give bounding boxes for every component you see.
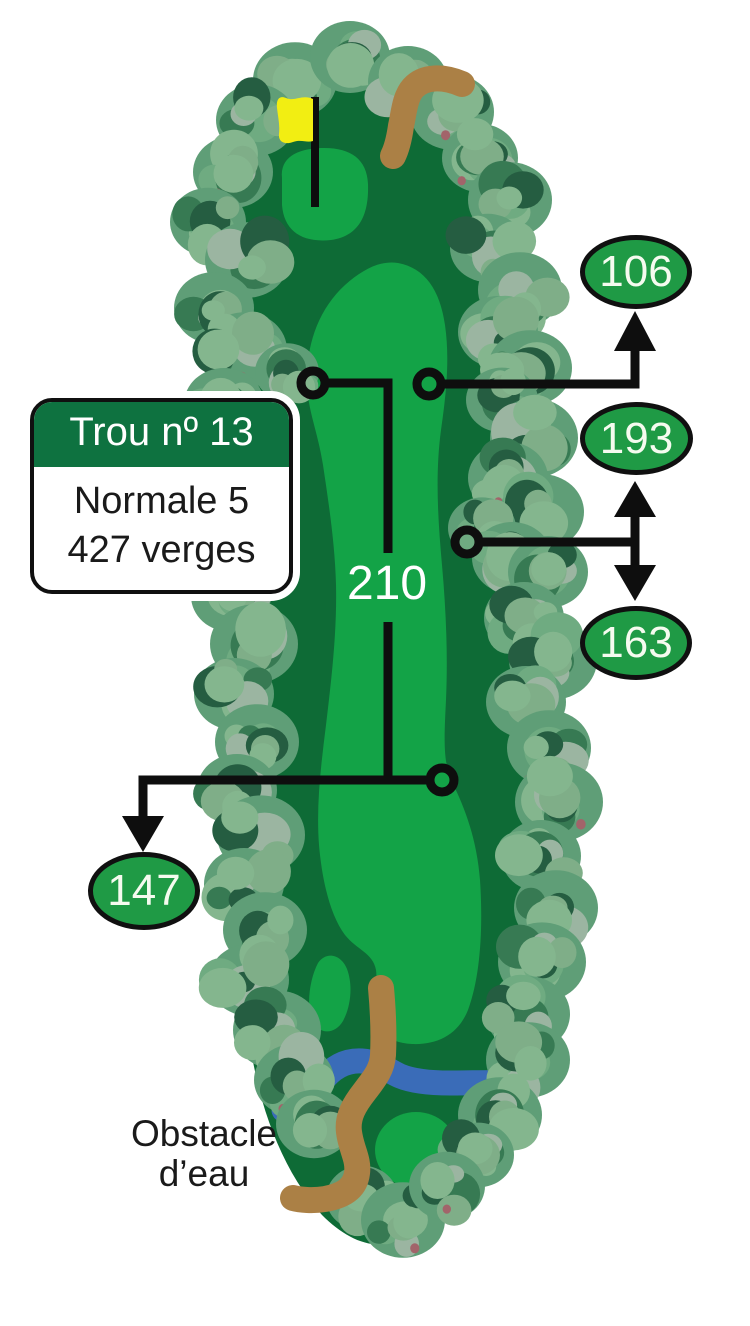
hole-par: Normale 5: [73, 480, 250, 522]
measure-106-line: [445, 350, 640, 389]
hole-info-card: Trou nº 13 Normale 5 427 verges: [30, 398, 293, 594]
distance-annotations: [122, 311, 656, 852]
hole-details: Normale 5 427 verges: [34, 467, 289, 590]
arrow-down-147: [122, 816, 164, 852]
measure-210-line-upper: [329, 378, 393, 553]
tree-cluster: [409, 1151, 485, 1226]
putting-green: [281, 147, 369, 241]
fairway-marker-lower: [425, 763, 459, 797]
tree-cluster: [458, 295, 539, 374]
flag-icon: [276, 97, 313, 144]
fairway: [306, 262, 482, 1045]
water-hazard-label-line2: d’eau: [158, 1152, 250, 1194]
distance-marker-147: 147: [88, 852, 200, 930]
water-hazard-label-line1: Obstacle: [130, 1113, 277, 1154]
arrow-up-193: [614, 481, 656, 517]
tree-cluster: [205, 215, 295, 298]
arrow-down-163: [614, 565, 656, 601]
tree-cluster: [468, 160, 552, 238]
flag-pole: [311, 97, 319, 207]
tree-cluster: [500, 471, 584, 550]
cart-path-top: [380, 65, 475, 169]
hole-length: 427 verges: [67, 529, 256, 572]
tee-box-upper: [309, 955, 351, 1032]
cart-path-bottom: [280, 975, 397, 1214]
hole-title: Trou nº 13: [34, 402, 289, 467]
fairway-marker-right-upper: [412, 367, 446, 401]
measure-147-line: [138, 775, 426, 818]
distance-marker-106: 106: [580, 235, 692, 309]
distance-marker-163: 163: [580, 606, 692, 680]
fairway-marker-left-upper: [296, 366, 330, 400]
water-hazard-label: Obstacle d’eau: [98, 1114, 310, 1194]
arrow-up-106: [614, 311, 656, 351]
distance-marker-193: 193: [580, 402, 693, 475]
fairway-marker-right-middle: [450, 525, 484, 559]
fairway-distance-label: 210: [346, 557, 428, 610]
